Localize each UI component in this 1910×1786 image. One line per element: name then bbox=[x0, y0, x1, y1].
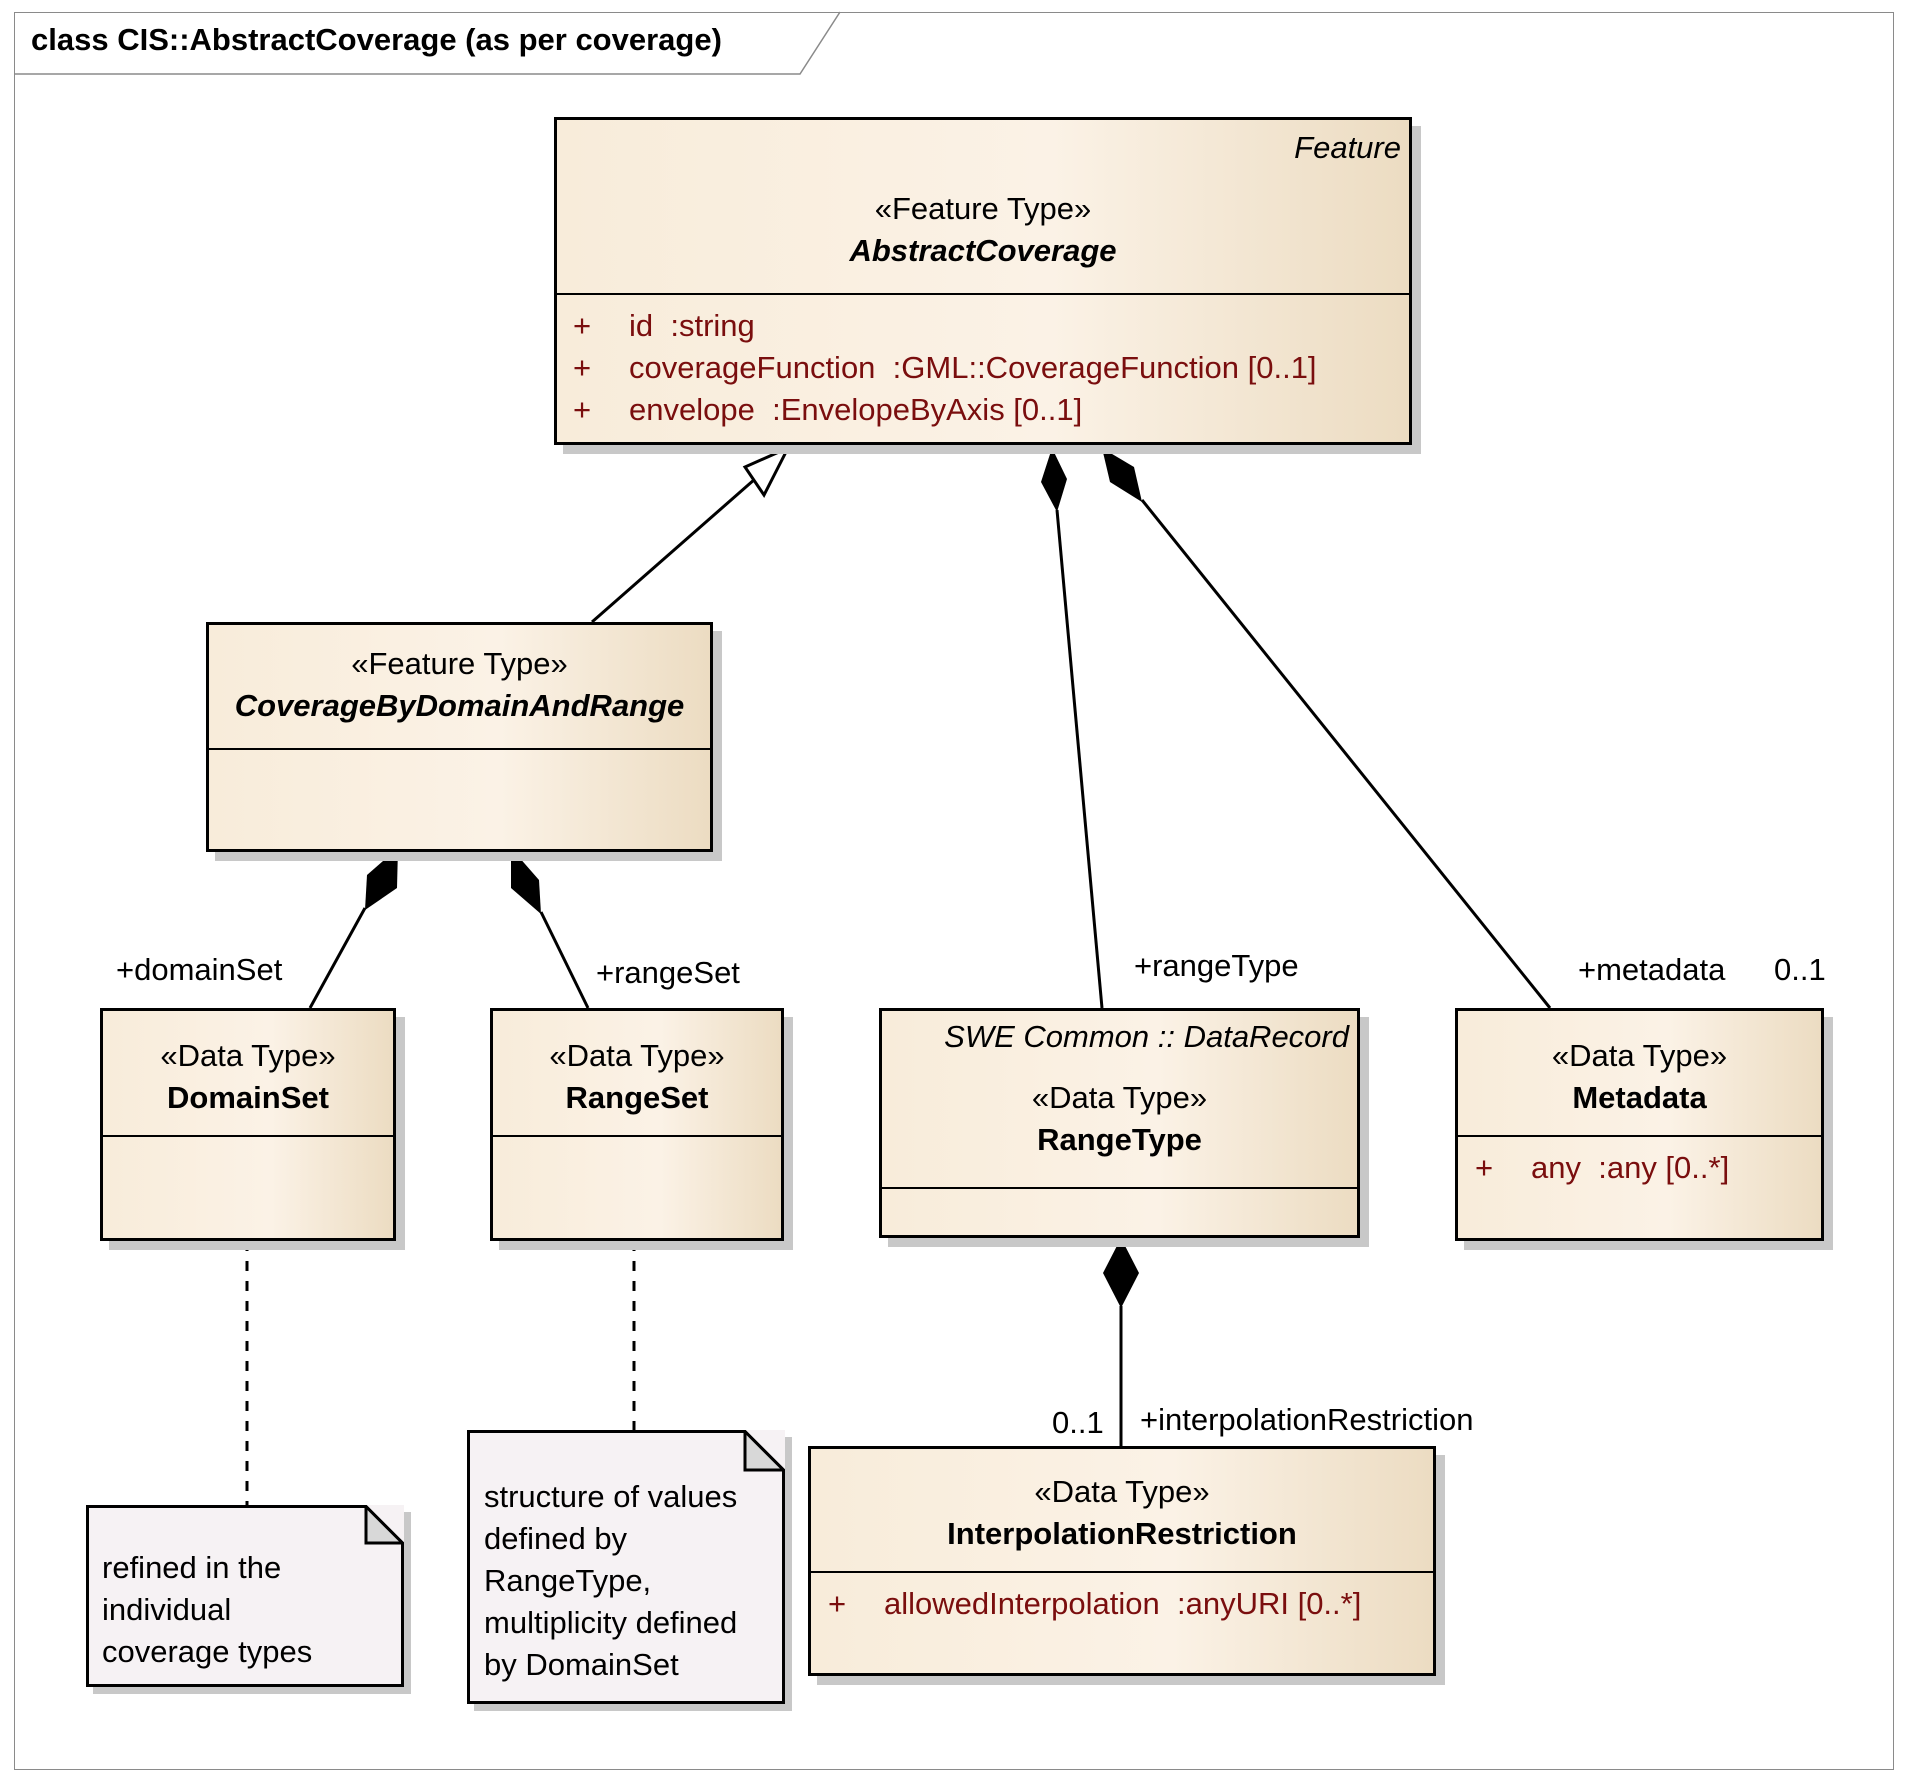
note-domain-set[interactable]: refined in the individual coverage types bbox=[86, 1505, 404, 1687]
class-header: «Data Type» InterpolationRestriction bbox=[811, 1449, 1433, 1573]
note-range-set[interactable]: structure of values defined by RangeType… bbox=[467, 1430, 785, 1704]
class-domain-set[interactable]: «Data Type» DomainSet bbox=[100, 1008, 396, 1241]
metadata-composition-diamond bbox=[1102, 448, 1142, 502]
role-label-range-type: +rangeType bbox=[1134, 948, 1299, 983]
note-outline bbox=[467, 1430, 785, 1704]
domainset-composition-line bbox=[308, 907, 367, 1009]
note-text: refined in the individual coverage types bbox=[102, 1550, 313, 1669]
class-metadata[interactable]: «Data Type» Metadata +any :any [0..*] bbox=[1455, 1008, 1824, 1241]
multiplicity-interpolation-restriction: 0..1 bbox=[1052, 1405, 1104, 1440]
class-header: «Data Type» RangeSet bbox=[493, 1011, 781, 1137]
frame-title: class CIS::AbstractCoverage (as per cove… bbox=[31, 22, 722, 57]
stereotype: «Data Type» bbox=[1031, 1080, 1208, 1115]
tagged-value: Feature bbox=[1294, 130, 1401, 165]
stereotype: «Data Type» bbox=[549, 1038, 725, 1073]
attribute-row[interactable]: +coverageFunction :GML::CoverageFunction… bbox=[573, 350, 1317, 385]
generalization-line bbox=[591, 477, 756, 624]
class-name: DomainSet bbox=[167, 1080, 329, 1115]
rangetype-composition-diamond bbox=[1041, 448, 1067, 512]
attribute-row[interactable]: +any :any [0..*] bbox=[1475, 1150, 1730, 1185]
attribute-row[interactable]: +allowedInterpolation :anyURI [0..*] bbox=[828, 1586, 1362, 1621]
metadata-composition-line bbox=[1140, 499, 1552, 1009]
class-abstract-coverage[interactable]: Feature «Feature Type» AbstractCoverage … bbox=[554, 117, 1412, 445]
diagram-frame bbox=[14, 12, 1894, 1770]
attribute-row[interactable]: +envelope :EnvelopeByAxis [0..1] bbox=[573, 392, 1083, 427]
stereotype: «Feature Type» bbox=[351, 646, 568, 681]
class-header: Feature «Feature Type» AbstractCoverage bbox=[557, 120, 1409, 295]
attribute-compartment: +id :string +coverageFunction :GML::Cove… bbox=[557, 295, 1409, 431]
class-name: RangeSet bbox=[565, 1080, 709, 1115]
class-header: «Feature Type» CoverageByDomainAndRange bbox=[209, 625, 710, 750]
class-range-set[interactable]: «Data Type» RangeSet bbox=[490, 1008, 784, 1241]
multiplicity-metadata: 0..1 bbox=[1774, 952, 1826, 987]
frame-title-tab bbox=[14, 11, 841, 75]
class-range-type[interactable]: SWE Common :: DataRecord «Data Type» Ran… bbox=[879, 1008, 1360, 1238]
interpolation-composition-diamond bbox=[1103, 1238, 1139, 1308]
class-name: InterpolationRestriction bbox=[947, 1516, 1297, 1551]
rangeset-composition-diamond bbox=[511, 848, 541, 914]
role-label-range-set: +rangeSet bbox=[596, 955, 740, 990]
stereotype: «Feature Type» bbox=[874, 191, 1092, 226]
note-text: structure of values defined by RangeType… bbox=[484, 1479, 738, 1682]
class-name: AbstractCoverage bbox=[849, 233, 1117, 268]
class-header: «Data Type» Metadata bbox=[1458, 1011, 1821, 1137]
attribute-compartment: +allowedInterpolation :anyURI [0..*] bbox=[811, 1573, 1433, 1625]
stereotype: «Data Type» bbox=[160, 1038, 336, 1073]
class-header: SWE Common :: DataRecord «Data Type» Ran… bbox=[882, 1011, 1357, 1189]
class-name: RangeType bbox=[1037, 1122, 1202, 1157]
stereotype: «Data Type» bbox=[1034, 1474, 1210, 1509]
tagged-value: SWE Common :: DataRecord bbox=[944, 1019, 1349, 1054]
class-name: Metadata bbox=[1572, 1080, 1707, 1115]
attribute-row[interactable]: +id :string bbox=[573, 308, 755, 343]
class-coverage-by-domain-and-range[interactable]: «Feature Type» CoverageByDomainAndRange bbox=[206, 622, 713, 852]
rangeset-composition-line bbox=[539, 911, 590, 1009]
role-label-metadata: +metadata bbox=[1578, 952, 1726, 987]
role-label-interpolation-restriction: +interpolationRestriction bbox=[1140, 1402, 1474, 1437]
class-name: CoverageByDomainAndRange bbox=[234, 688, 685, 723]
note-outline bbox=[86, 1505, 404, 1687]
domainset-composition-diamond bbox=[365, 848, 398, 910]
role-label-domain-set: +domainSet bbox=[116, 952, 283, 987]
rangetype-composition-line bbox=[1055, 509, 1104, 1009]
class-interpolation-restriction[interactable]: «Data Type» InterpolationRestriction +al… bbox=[808, 1446, 1436, 1676]
stereotype: «Data Type» bbox=[1551, 1038, 1728, 1073]
class-header: «Data Type» DomainSet bbox=[103, 1011, 393, 1137]
attribute-compartment: +any :any [0..*] bbox=[1458, 1137, 1821, 1189]
generalization-arrowhead bbox=[742, 444, 792, 498]
